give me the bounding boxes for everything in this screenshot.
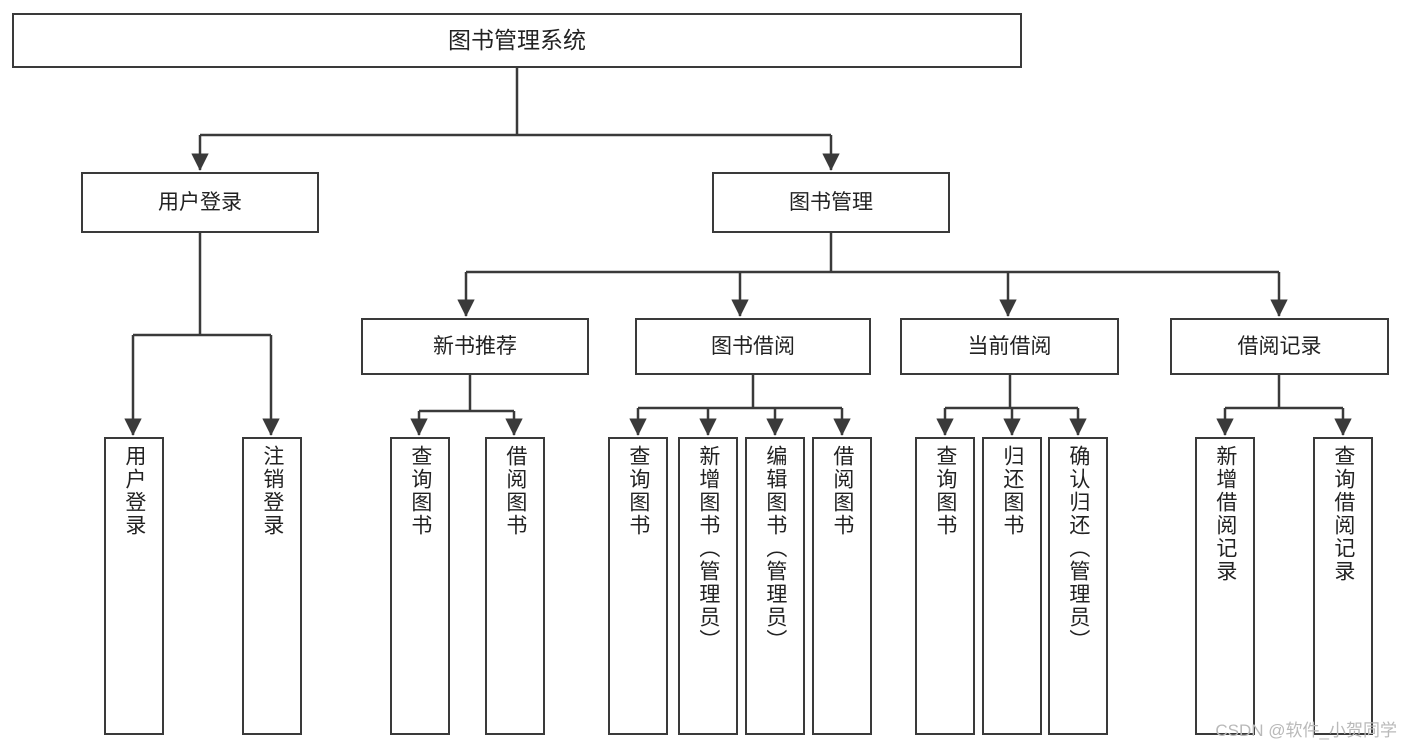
- node-borrow-record[interactable]: 借阅记录: [1170, 318, 1389, 375]
- leaf-confirm-return-label: 确认归还（管理员）: [1066, 445, 1090, 652]
- leaf-query-book-bor-label: 查询图书: [626, 445, 650, 537]
- leaf-edit-book-label: 编辑图书（管理员）: [763, 445, 787, 652]
- node-root-label: 图书管理系统: [448, 27, 586, 53]
- node-new-book-rec[interactable]: 新书推荐: [361, 318, 589, 375]
- node-book-borrow-label: 图书借阅: [711, 335, 795, 358]
- node-root[interactable]: 图书管理系统: [12, 13, 1022, 68]
- leaf-borrow-book-rec-label: 借阅图书: [503, 445, 527, 537]
- leaf-query-book-cur-label: 查询图书: [933, 445, 957, 537]
- csdn-watermark: CSDN @软件_小贺同学: [1215, 721, 1397, 740]
- node-book-manage[interactable]: 图书管理: [712, 172, 950, 233]
- node-user-login-label: 用户登录: [158, 191, 242, 214]
- node-book-manage-label: 图书管理: [789, 191, 873, 214]
- leaf-query-book-cur[interactable]: 查询图书: [915, 437, 975, 735]
- leaf-borrow-book-rec[interactable]: 借阅图书: [485, 437, 545, 735]
- leaf-logout-label: 注销登录: [260, 445, 284, 537]
- leaf-edit-book[interactable]: 编辑图书（管理员）: [745, 437, 805, 735]
- leaf-add-book[interactable]: 新增图书（管理员）: [678, 437, 738, 735]
- node-borrow-record-label: 借阅记录: [1237, 335, 1322, 358]
- leaf-query-record[interactable]: 查询借阅记录: [1313, 437, 1373, 735]
- leaf-user-login-label: 用户登录: [122, 445, 146, 537]
- leaf-return-book-label: 归还图书: [1000, 445, 1024, 537]
- leaf-confirm-return[interactable]: 确认归还（管理员）: [1048, 437, 1108, 735]
- leaf-return-book[interactable]: 归还图书: [982, 437, 1042, 735]
- node-book-borrow[interactable]: 图书借阅: [635, 318, 871, 375]
- node-new-book-rec-label: 新书推荐: [433, 335, 517, 358]
- leaf-logout[interactable]: 注销登录: [242, 437, 302, 735]
- node-current-borrow-label: 当前借阅: [967, 335, 1052, 358]
- leaf-add-book-label: 新增图书（管理员）: [696, 445, 720, 652]
- leaf-add-record[interactable]: 新增借阅记录: [1195, 437, 1255, 735]
- node-current-borrow[interactable]: 当前借阅: [900, 318, 1119, 375]
- leaf-query-record-label: 查询借阅记录: [1331, 445, 1355, 583]
- leaf-borrow-book-bor-label: 借阅图书: [830, 445, 854, 537]
- leaf-query-book-rec-label: 查询图书: [408, 445, 432, 537]
- leaf-query-book-rec[interactable]: 查询图书: [390, 437, 450, 735]
- node-user-login[interactable]: 用户登录: [81, 172, 319, 233]
- leaf-user-login[interactable]: 用户登录: [104, 437, 164, 735]
- leaf-query-book-bor[interactable]: 查询图书: [608, 437, 668, 735]
- leaf-add-record-label: 新增借阅记录: [1213, 445, 1237, 583]
- leaf-borrow-book-bor[interactable]: 借阅图书: [812, 437, 872, 735]
